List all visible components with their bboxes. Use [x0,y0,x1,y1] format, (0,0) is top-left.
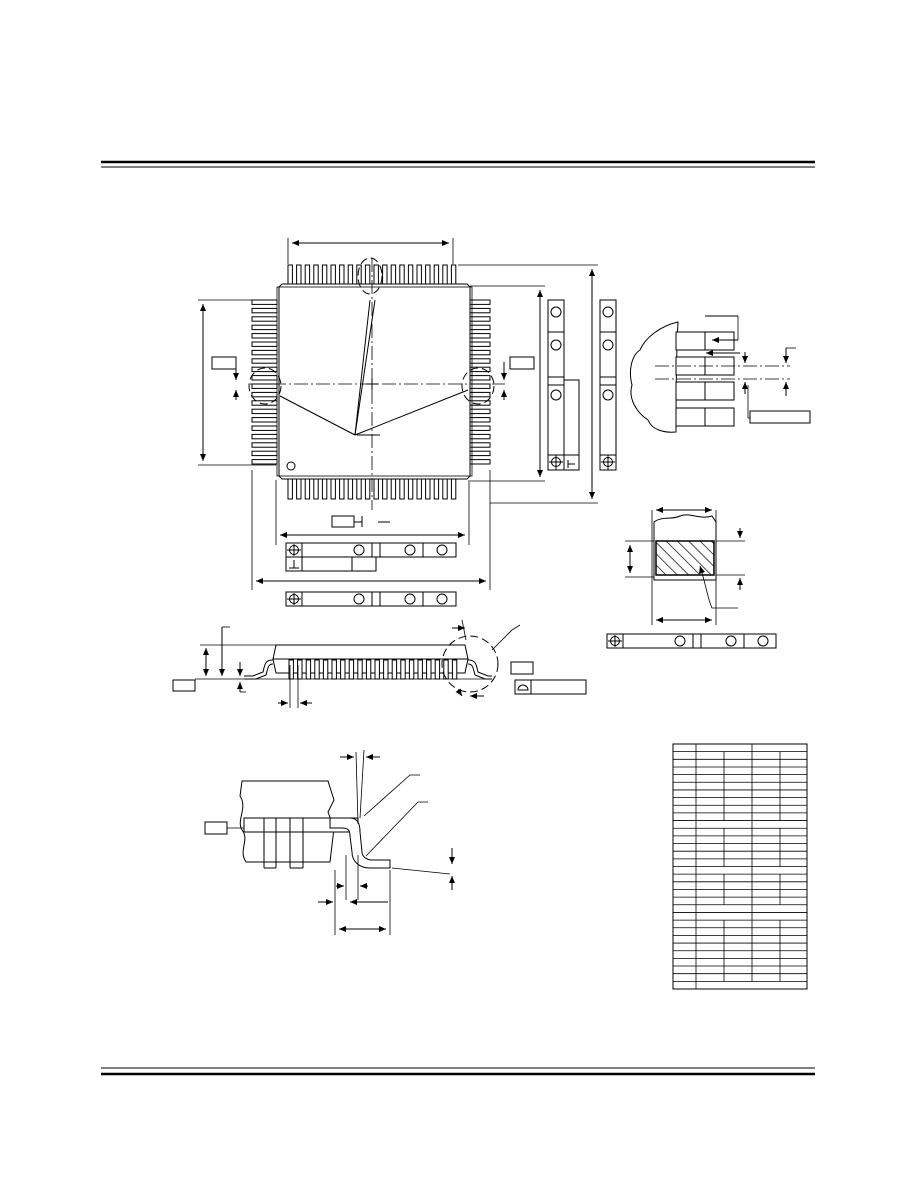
pin [305,659,312,680]
pin [383,659,389,680]
pin [330,264,336,286]
pin [450,478,457,500]
pin [425,478,431,500]
pin [399,478,405,500]
pin [408,659,415,680]
pin [251,417,278,423]
pin [442,264,448,286]
pin [251,307,278,314]
pin [339,478,345,500]
pin [251,333,278,339]
pin [251,349,278,356]
pin [364,478,371,500]
pin [390,478,397,500]
side-view [172,619,587,708]
pin [348,659,355,680]
pin [251,299,278,305]
pin [357,659,363,680]
pin [434,659,441,680]
pin [314,659,320,680]
pin [251,425,278,431]
pin [331,659,337,680]
pin [251,442,278,448]
pin [251,375,278,381]
header-rule [101,160,815,168]
top-view [198,238,598,590]
pin [304,478,311,500]
pin [251,324,278,331]
dimension-table [672,743,808,990]
package-body [278,283,471,480]
pin [391,659,398,680]
pin [442,478,448,500]
pin [433,478,440,500]
pin [364,264,371,286]
pin1-marker [286,461,296,471]
pin [416,264,422,286]
pin [374,659,380,680]
pin [451,659,458,680]
pin [251,316,278,322]
vertical-control-frame-2 [599,299,617,471]
pin [425,264,431,286]
pin [330,478,336,500]
pin [322,659,329,680]
pin-spacing-detail [629,315,811,433]
pin [390,264,397,286]
lead-detail-view [204,749,455,935]
pin [313,478,319,500]
section-control-frame [606,633,777,649]
pin [339,264,345,286]
pin [251,459,278,465]
pin [287,264,293,286]
pin [382,264,388,286]
pin [304,264,311,286]
feature-control-frame-bottom [285,591,457,607]
pin [373,478,379,500]
pin [407,264,414,286]
pin [417,659,423,680]
pin [251,408,278,415]
pin [340,659,346,680]
bottom-pin-row [287,478,457,500]
pin [373,264,379,286]
pin [313,264,319,286]
pin [251,358,278,364]
pin [321,264,328,286]
pin [450,264,457,286]
left-pin-row [251,299,278,465]
pin [251,341,278,347]
pin [365,659,372,680]
pin [426,659,432,680]
pin [400,659,406,680]
pin [433,264,440,286]
pin [251,433,278,440]
pin [416,478,422,500]
pin [251,383,278,389]
lead-section-view [625,507,745,625]
pin [399,264,405,286]
pin [296,264,302,286]
pin [321,478,328,500]
right-pin-row [468,299,491,465]
pin [356,478,362,500]
vertical-control-frame-1 [547,299,580,471]
pin [287,478,293,500]
pin [251,391,278,398]
pin [407,478,414,500]
footer-rule [101,1067,815,1076]
pin [251,450,278,457]
pin [382,478,388,500]
pin [296,478,302,500]
pin [347,478,354,500]
pin [347,264,354,286]
feature-control-frame-top [285,542,457,572]
